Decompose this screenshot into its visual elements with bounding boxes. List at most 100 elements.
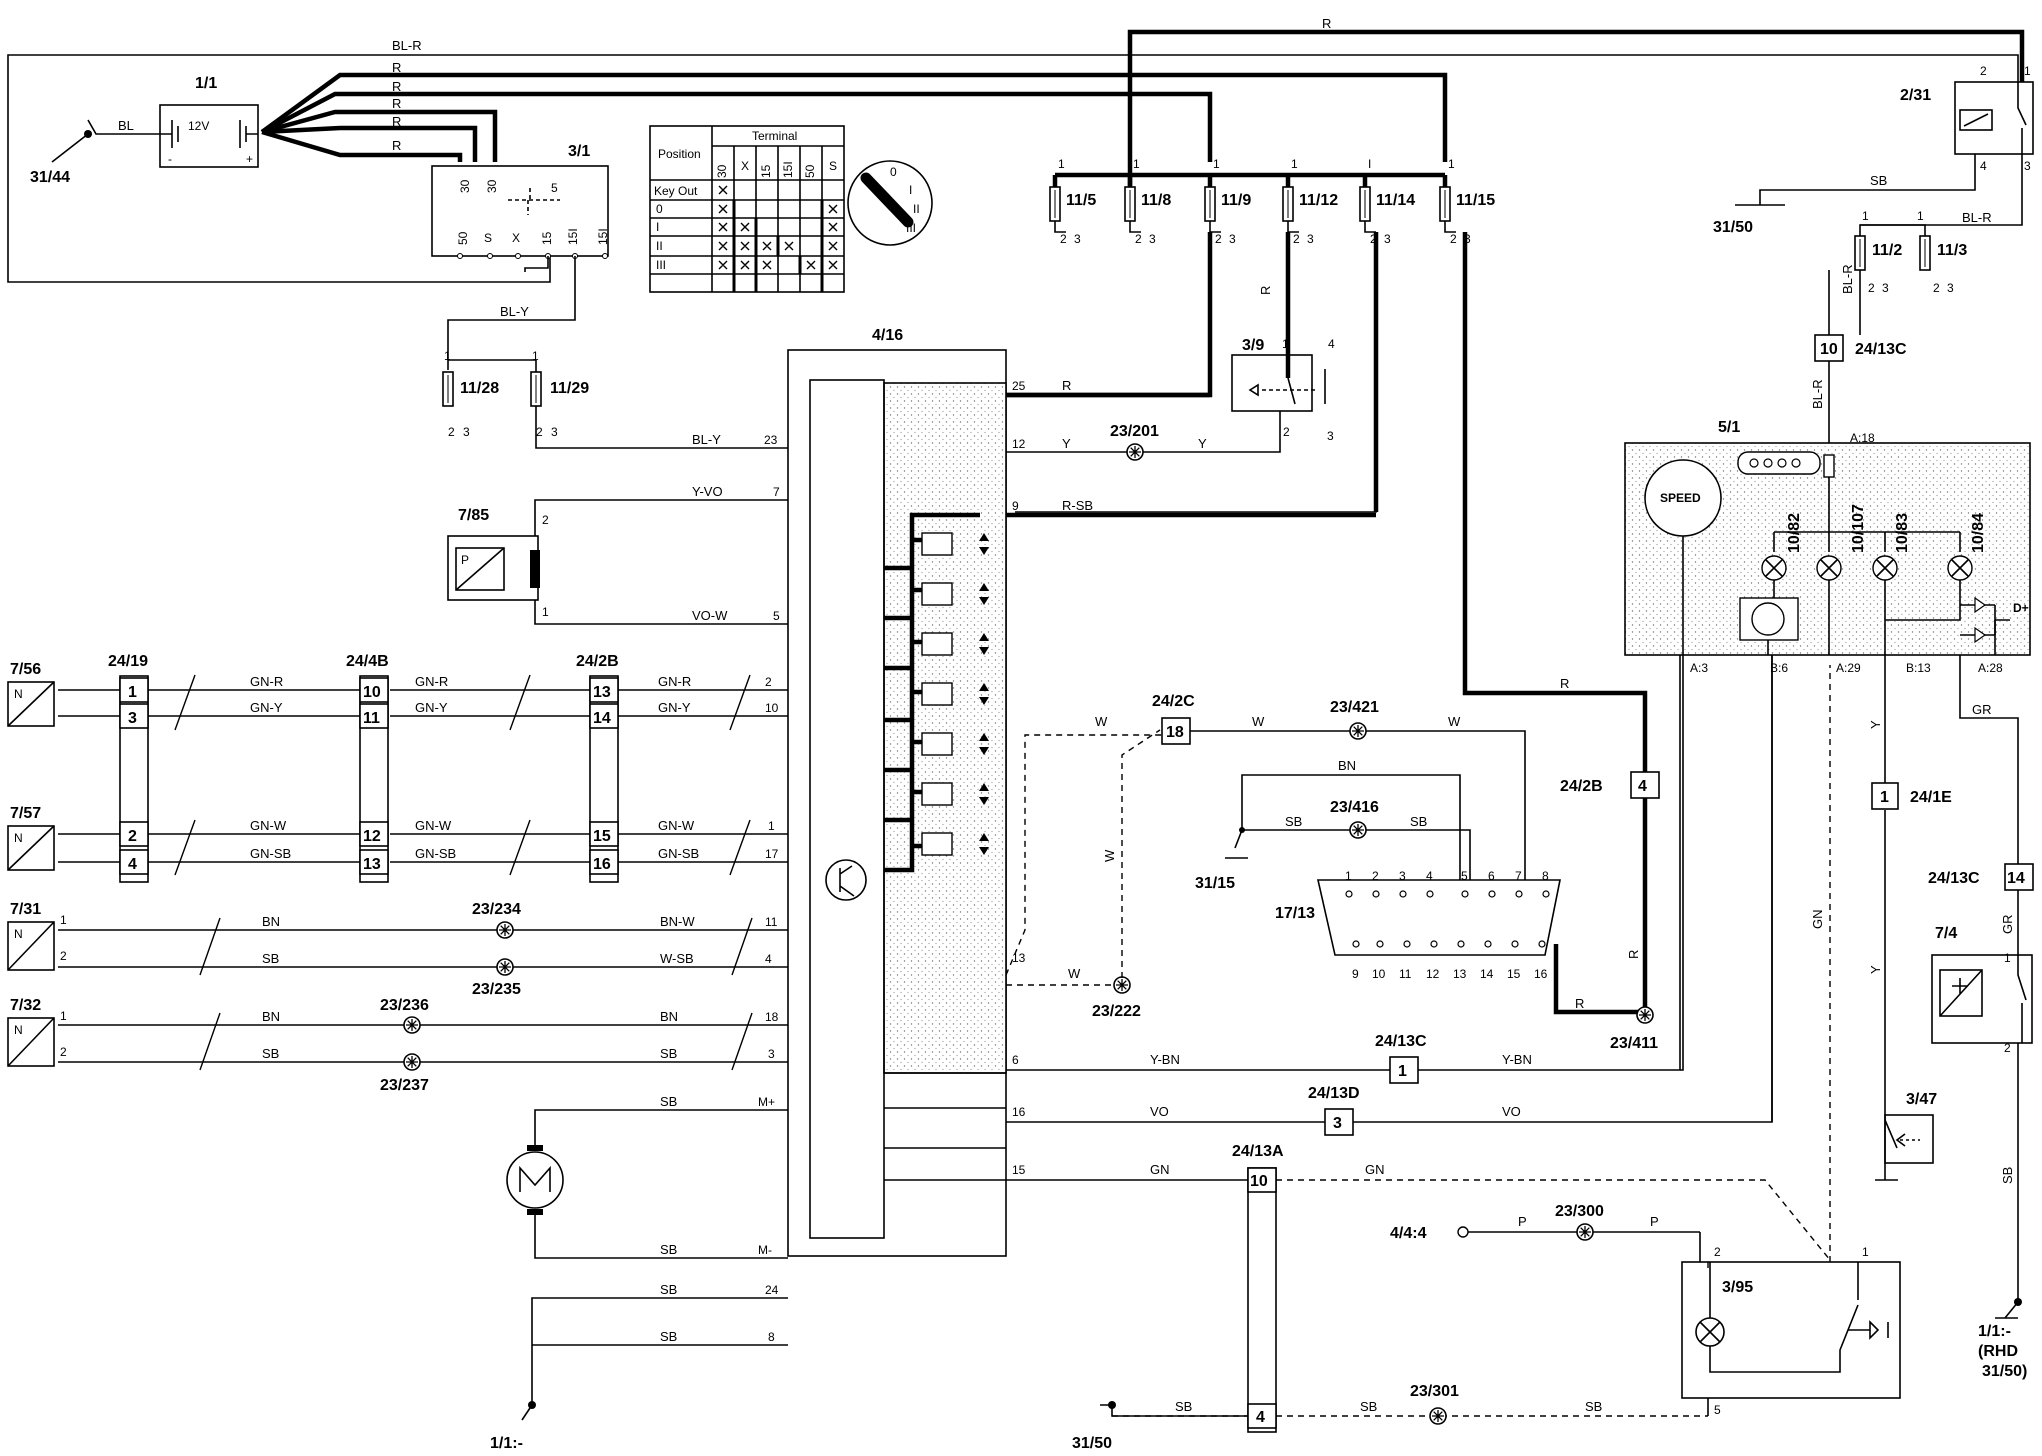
wire-label: W [1448,714,1461,729]
pin-label: B:13 [1906,661,1931,675]
switch-id: 3/95 [1722,1279,1753,1296]
lamp-label: 10/107 [1850,504,1867,553]
pin-label: B:6 [1770,661,1788,675]
sensor-7-85: 7/85 P 2 1 [447,507,549,619]
left-splices: 23/234 23/235 23/236 23/237 [380,901,521,1094]
pin-label: 3 [1074,232,1081,246]
wire-label: P [1518,1214,1527,1229]
pin-label: 2 [1933,281,1940,295]
relay-2-31: 2/31 2 1 4 3 SB 31/50 BL-R 11/2 11/3 1 1… [1713,64,2034,335]
wire-label: GN-SB [658,846,699,861]
pin-label: 5 [773,609,780,623]
connector-pin: 13 [363,856,381,873]
diagnostic-connector-area: 24/2C 18 W W 23/421 BN SB SB 23/416 31/1… [1152,693,1660,1052]
left-sensors: 7/56 N 7/57 N 7/31 N 1 2 7/32 N 1 2 [7,661,67,1067]
pin-label: 2 [1980,64,1987,78]
pin-30: 30 [485,179,499,193]
pin-label: 9 [1352,967,1359,981]
switch-3-95: 3/95 2 1 5 GN [1681,665,1901,1417]
connector-columns: 24/19 24/4B 24/2B 1 3 2 4 10 11 12 13 13… [108,653,619,883]
pin-label: 1 [60,1009,67,1023]
fuse-row: 11/5 11/8 11/9 11/12 11/14 11/15 2 3 2 3… [1049,157,1495,246]
sensor-7-56: 7/56 N [7,661,55,727]
key-position: III [906,221,916,235]
pin-label: 13 [1453,967,1467,981]
connector-id: 24/1E [1910,789,1952,806]
wire-bl-label: BL [118,118,134,133]
wire-label: BN [262,1009,280,1024]
connector-pin: 4 [128,856,137,873]
pin-30: 30 [458,179,472,193]
connector-pin: 14 [2007,870,2025,887]
fuse-11-29: 11/29 [550,380,589,397]
connector-pin: 10 [1820,341,1838,358]
key-position: II [913,202,920,216]
table-terminal-header: Terminal [752,129,797,143]
ground-rhd: 31/50) [1982,1363,2027,1380]
pin-label: 7 [773,485,780,499]
wire-label: Y-BN [1150,1052,1180,1067]
module-right-wires: 25 R 12 Y Y 23/201 9 R-SB 13 W 23/222 W … [1005,378,1390,1181]
relay-id: 2/31 [1900,87,1931,104]
connector-pin: 4 [1638,778,1647,795]
wire-r-label: R [1258,286,1273,295]
wire-label: R [1062,378,1071,393]
pin-label: 25 [1012,379,1026,393]
ground-31-50: 31/50 [1713,219,1753,236]
pin-x: X [512,231,520,245]
wire-r-label: R [392,60,401,75]
table-row-label: I [656,220,659,234]
wire-label: W [1102,849,1117,862]
pin-label: 13 [1012,951,1026,965]
pin-label: 3 [1149,232,1156,246]
wire-label: Y [1868,720,1883,729]
wire-label: SB [1285,814,1302,829]
sensor-symbol: N [14,831,23,845]
connector-pin: 2 [128,828,137,845]
wire-label: GN-Y [250,700,283,715]
sensor-id: 7/32 [10,997,41,1014]
pin-label: 1 [1291,157,1298,171]
wire-bl-r-label: BL-R [1810,379,1825,409]
ground-rhd: 1/1:- [1978,1323,2011,1340]
wire-label: BL-Y [692,432,721,447]
connector-id: 24/13C [1855,341,1907,358]
switch-id: 3/9 [1242,337,1264,354]
pin-label: 4 [1980,159,1987,173]
wire-label: VO [1502,1104,1521,1119]
fuse-11-9: 11/9 [1221,192,1251,209]
pin-label: 17 [765,847,779,861]
wire-label: W [1252,714,1265,729]
lower-connectors: 24/13C 1 Y-BN 24/13D 3 VO 24/13A 10 4 GN… [1072,655,1831,1452]
fuse-11-15: 11/15 [1456,192,1495,209]
fuse-5: 5 [551,181,558,195]
pin-label: 4 [1426,869,1433,883]
pin-label: 1 [1133,157,1140,171]
battery-plus: + [246,152,253,166]
ground-31-15: 31/15 [1195,875,1235,892]
pin-label: 5 [1461,869,1468,883]
wire-label: Y [1062,436,1071,451]
module-left-wires: BL-Y 23 Y-VO 7 VO-W 5 GN-R GN-R GN-R 2 G… [58,372,788,1452]
key-position: I [909,183,912,197]
pin-label: A:28 [1978,661,2003,675]
pin-label: 1 [1282,337,1289,351]
pin-label: 14 [1480,967,1494,981]
wire-label: SB [262,1046,279,1061]
connector-pin: 1 [128,684,137,701]
connector-pin: 16 [593,856,611,873]
sensor-7-57: 7/57 N [7,805,55,871]
ground-rhd: (RHD [1978,1343,2018,1360]
pin-label: 8 [768,1330,775,1344]
pin-label: 2 [765,675,772,689]
pin-label: 1 [2004,951,2011,965]
pin-label: M+ [758,1095,775,1109]
connector-id: 24/4B [346,653,389,670]
pin-label: 2 [1283,425,1290,439]
pin-label: 23 [764,433,778,447]
pin-label: 1 [768,819,775,833]
wire-label: BN [1338,758,1356,773]
speed-gauge: SPEED [1660,491,1701,505]
connector-id: 24/13A [1232,1143,1284,1160]
wire-label: SB [1410,814,1427,829]
